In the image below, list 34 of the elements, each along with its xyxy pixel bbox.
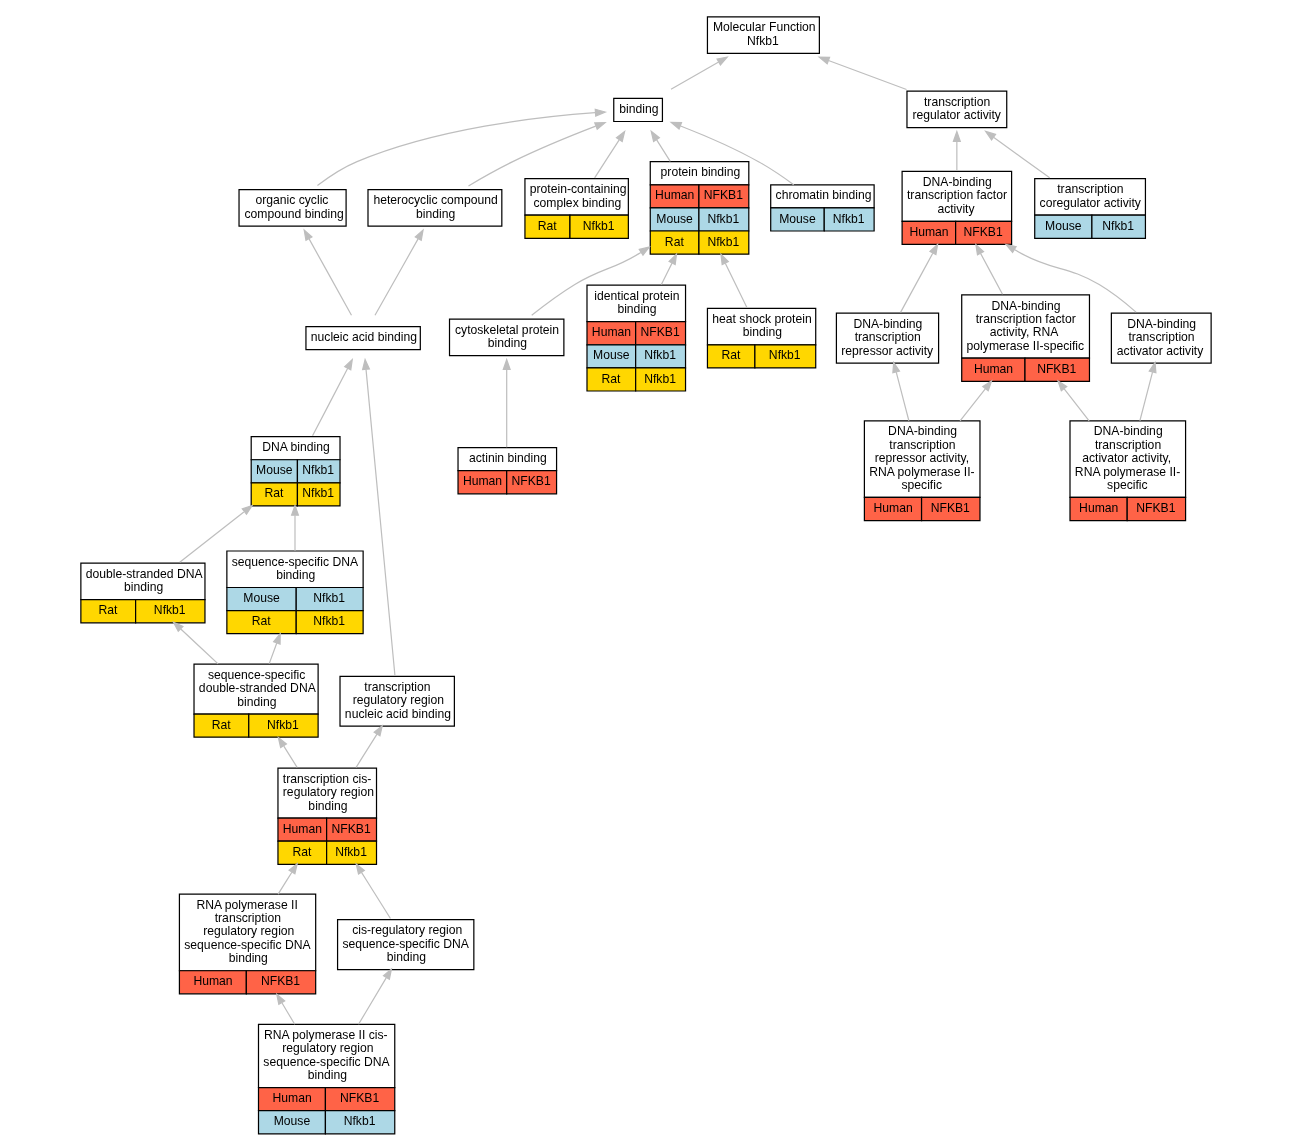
arrow (268, 632, 281, 665)
arrow (361, 357, 396, 676)
arrow (892, 360, 910, 422)
arrow (899, 242, 939, 313)
arrow (290, 503, 300, 552)
arrow (355, 724, 384, 768)
arrow (275, 992, 296, 1025)
arrow (984, 130, 1051, 179)
arrow (502, 357, 511, 448)
arrow (952, 129, 962, 172)
arrow (277, 862, 299, 895)
arrow (959, 379, 993, 422)
arrow (374, 228, 424, 316)
arrow (531, 246, 651, 316)
arrow (179, 504, 254, 563)
arrow (1004, 243, 1137, 313)
arrow (467, 121, 607, 187)
arrow (311, 357, 354, 437)
arrow (594, 129, 626, 179)
arrow (660, 252, 678, 286)
arrow (1139, 360, 1157, 422)
arrow (355, 862, 392, 920)
arrow (1056, 379, 1090, 422)
arrow (817, 56, 908, 91)
arrow (357, 967, 393, 1025)
arrow (650, 129, 671, 163)
arrow (669, 121, 795, 186)
arrow (975, 243, 1004, 295)
arrow (303, 228, 353, 316)
arrow (670, 56, 729, 90)
arrow (172, 620, 219, 665)
arrow (316, 108, 608, 187)
arrow (720, 252, 748, 309)
arrow (277, 735, 298, 768)
